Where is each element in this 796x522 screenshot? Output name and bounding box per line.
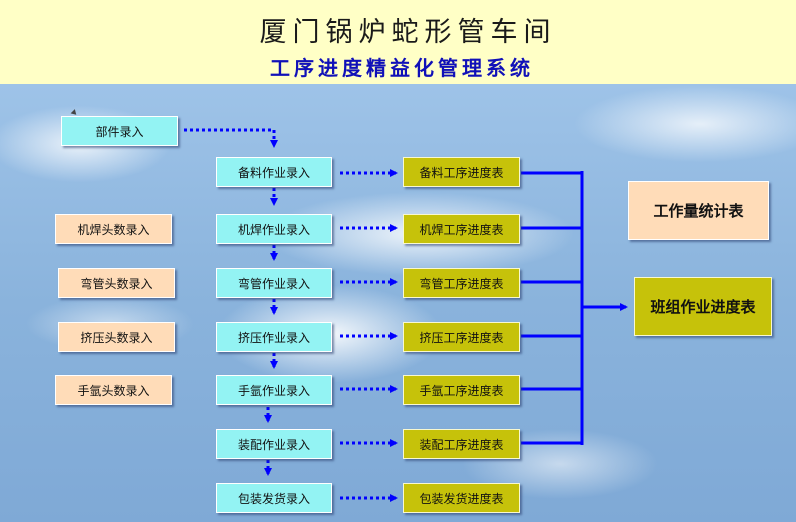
prep-work-entry-button[interactable]: 备料作业录入 <box>216 157 332 187</box>
assembly-work-entry-button[interactable]: 装配作业录入 <box>216 429 332 459</box>
weld-heads-entry-button[interactable]: 机焊头数录入 <box>55 214 172 244</box>
page-title: 厦门锅炉蛇形管车间 <box>259 17 557 48</box>
bend-work-entry-button[interactable]: 弯管作业录入 <box>216 268 332 298</box>
page-subtitle: 工序进度精益化管理系统 <box>270 56 534 80</box>
extrude-work-entry-button[interactable]: 挤压作业录入 <box>216 322 332 352</box>
argon-heads-entry-button[interactable]: 手氩头数录入 <box>55 375 172 405</box>
workload-statistics-button[interactable]: 工作量统计表 <box>628 181 769 240</box>
extrude-heads-entry-button[interactable]: 挤压头数录入 <box>58 322 175 352</box>
weld-work-entry-button[interactable]: 机焊作业录入 <box>216 214 332 244</box>
packing-shipping-progress-table-button[interactable]: 包装发货进度表 <box>403 483 520 513</box>
weld-progress-table-button[interactable]: 机焊工序进度表 <box>403 214 520 244</box>
team-progress-table-button[interactable]: 班组作业进度表 <box>634 277 772 336</box>
extrude-progress-table-button[interactable]: 挤压工序进度表 <box>403 322 520 352</box>
parts-entry-button[interactable]: 部件录入 <box>61 116 178 146</box>
argon-work-entry-button[interactable]: 手氩作业录入 <box>216 375 332 405</box>
bend-heads-entry-button[interactable]: 弯管头数录入 <box>58 268 175 298</box>
header-banner: 厦门锅炉蛇形管车间 工序进度精益化管理系统 <box>0 0 796 84</box>
assembly-progress-table-button[interactable]: 装配工序进度表 <box>403 429 520 459</box>
argon-progress-table-button[interactable]: 手氩工序进度表 <box>403 375 520 405</box>
packing-shipping-entry-button[interactable]: 包装发货录入 <box>216 483 332 513</box>
prep-progress-table-button[interactable]: 备料工序进度表 <box>403 157 520 187</box>
bend-progress-table-button[interactable]: 弯管工序进度表 <box>403 268 520 298</box>
